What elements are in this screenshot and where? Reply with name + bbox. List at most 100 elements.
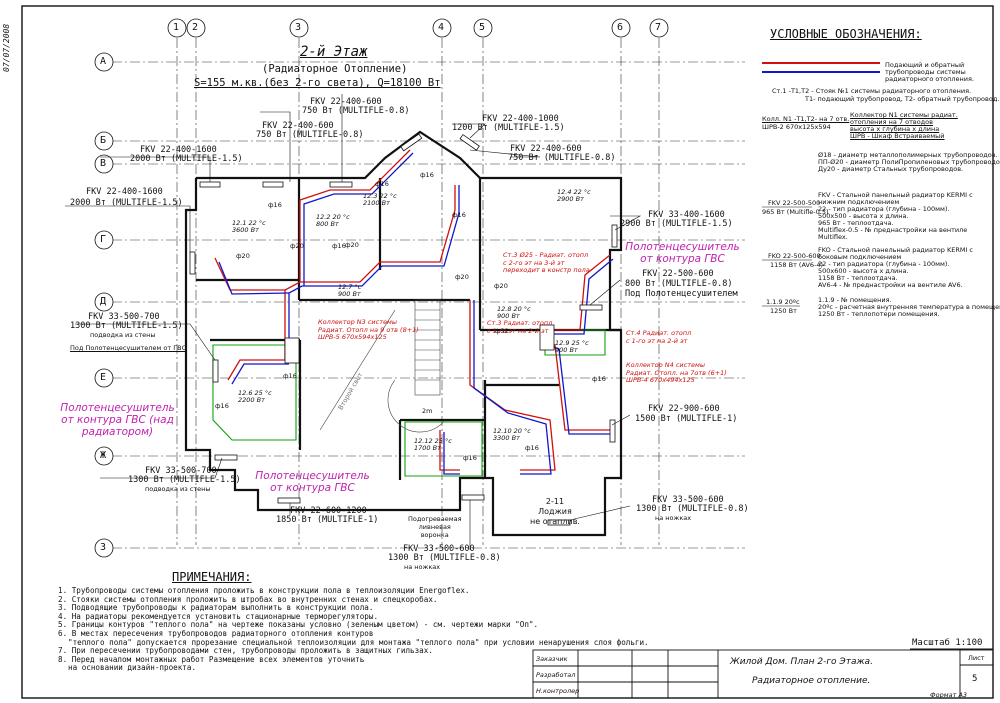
pipe-diameter-label: ф16 bbox=[215, 402, 229, 410]
grid-bubbles bbox=[94, 18, 669, 558]
pipe-diameter-label: ф20 bbox=[345, 241, 359, 249]
pipe-diameter-label: ф16 bbox=[283, 372, 297, 380]
date-stamp: 07/07/2008 bbox=[2, 23, 11, 72]
grid-col-7: 7 bbox=[655, 22, 662, 33]
radiator-callout-note: подводка из стены bbox=[145, 485, 211, 493]
legend-fko-power: 1158 Вт (AV6-4) bbox=[770, 261, 824, 269]
legend-collector-code: Колл. N1 -Т1,Т2- на 7 отв. bbox=[762, 115, 850, 123]
legend-riser: Ст.1 -Т1,Т2 - Стояк №1 системы радиаторн… bbox=[772, 87, 972, 95]
legend-room-code: 1.1.9 20ºс bbox=[766, 298, 800, 306]
tb-subject: Радиаторное отопление. bbox=[752, 676, 871, 686]
radiator-callout-power: 2900 Вт (MULTIFLE-1.5) bbox=[620, 219, 733, 229]
legend-fkv-power: 965 Вт (Multifle-0.5) bbox=[762, 208, 829, 216]
note-item: 5. Границы контуров "теплого пола" на че… bbox=[58, 620, 539, 630]
note-item: "теплого пола" допускается прорезание сп… bbox=[68, 637, 649, 647]
tb-developer: Разработал bbox=[536, 671, 576, 679]
grid-col-2: 2 bbox=[192, 22, 199, 33]
radiator-callout-power: 2000 Вт (MULTIFLE-1.5) bbox=[130, 154, 243, 164]
radiator-callout-model: FKV 22-900-600 bbox=[648, 404, 720, 414]
legend-fko-code: FKO 22-500-600 bbox=[768, 252, 821, 260]
radiator-callout-power: 750 Вт (MULTIFLE-0.8) bbox=[256, 130, 364, 140]
grid-col-3: 3 bbox=[295, 22, 302, 33]
grid-row-a: А bbox=[100, 56, 107, 67]
radiator-callout-power: 1500 Вт (MULTIFLE-1) bbox=[635, 414, 738, 424]
pipe-diameter-label: ф32 bbox=[495, 327, 509, 335]
radiator-callout-model: FKV 33-400-1600 bbox=[648, 210, 725, 220]
pipe-diameter-label: ф20 bbox=[290, 242, 304, 250]
pipe-diameter-label: ф16 bbox=[420, 171, 434, 179]
pipe-diameter-label: ф16 bbox=[375, 180, 389, 188]
scale-label: Масштаб 1:100 bbox=[912, 638, 983, 648]
radiator-callout-power: 1300 Вт (MULTIFLE-0.8) bbox=[388, 553, 501, 563]
note-item: 8. Перед началом монтажных работ Размеще… bbox=[58, 654, 365, 664]
pipe-diameter-label: ф20 bbox=[236, 252, 250, 260]
pipe-diameter-label: ф16 bbox=[268, 201, 282, 209]
radiator-callout-model: FKV 22-400-600 bbox=[310, 97, 382, 107]
legend-lines bbox=[762, 62, 880, 307]
radiator-callout-power: 750 Вт (MULTIFLE-0.8) bbox=[302, 106, 410, 116]
bath-label: 2m bbox=[422, 407, 433, 415]
radiator-callout-model: FKV 22-400-1000 bbox=[482, 114, 559, 124]
grid-row-zh: Ж bbox=[100, 450, 107, 461]
grid-row-g: Г bbox=[100, 234, 107, 245]
radiator-callout-power: 750 Вт (MULTIFLE-0.8) bbox=[508, 153, 616, 163]
tb-sheet-label: Лист bbox=[968, 654, 985, 662]
radiator-symbols bbox=[189, 133, 618, 526]
legend-room-code: 1250 Вт bbox=[770, 307, 797, 315]
legend-fko-desc: FKO - Стальной панельный радиатор KERMI … bbox=[818, 246, 974, 289]
title-block-frame bbox=[532, 648, 994, 699]
tb-format: Формат А3 bbox=[930, 691, 968, 699]
radiator-callout-power: 800 Вт (MULTIFLE-0.8) bbox=[625, 279, 733, 289]
radiator-callout-note: на ножках bbox=[404, 563, 441, 571]
notes-heading: ПРИМЕЧАНИЯ: bbox=[172, 570, 252, 584]
radiator-callout-power: 1300 Вт (MULTIFLE-1.5) bbox=[70, 321, 183, 331]
radiator-callout-note: Под Полотенцесушителем bbox=[625, 289, 738, 299]
towel-heater-note-c: Полотенцесушитель от контура ГВС bbox=[255, 470, 370, 494]
tb-sheet-number: 5 bbox=[972, 674, 978, 684]
drawing-title: 2-й Этаж bbox=[300, 44, 368, 60]
towel-heater-note-a: Полотенцесушитель от контура ГВС bbox=[625, 241, 740, 265]
radiator-callout-model: FKV 33-500-700 bbox=[145, 466, 217, 476]
callout-leaders bbox=[65, 94, 642, 550]
radiator-callout-model: FKV 22-600-1200 bbox=[290, 506, 367, 516]
pipe-diameter-label: ф16 bbox=[463, 454, 477, 462]
radiator-callout-model: FKV 22-400-600 bbox=[262, 121, 334, 131]
collector-cabinets bbox=[284, 324, 555, 364]
sheet-frame bbox=[21, 5, 994, 699]
grid-col-4: 4 bbox=[438, 22, 445, 33]
tb-checked: Н.контролер bbox=[536, 687, 580, 695]
grid-col-6: 6 bbox=[617, 22, 624, 33]
legend-room-desc: 1.1.9 - № помещения.20ºс - расчетная вну… bbox=[818, 296, 1000, 318]
legend-heading: УСЛОВНЫЕ ОБОЗНАЧЕНИЯ: bbox=[770, 27, 922, 41]
radiator-callout-model: FKV 22-400-1600 bbox=[86, 187, 163, 197]
drawing-params: S=155 м.кв.(без 2-го света), Q=18100 Вт bbox=[194, 77, 441, 89]
legend-diameters: Ø18 - диаметр металлополимерных трубопро… bbox=[818, 151, 1000, 173]
pipe-diameter-label: ф16 bbox=[592, 375, 606, 383]
stairs bbox=[319, 299, 446, 433]
note-item: 2. Стояки системы отопления проложить в … bbox=[58, 594, 438, 604]
pipe-diameter-label: ф16 bbox=[525, 444, 539, 452]
legend-fkv-desc: FKV - Стальной панельный радиатор KERMI … bbox=[818, 191, 973, 241]
radiator-callout-power: 1300 Вт (MULTIFLE-1.5) bbox=[128, 475, 241, 485]
grid-col-5: 5 bbox=[479, 22, 486, 33]
note-item: 1. Трубопроводы системы отопления пролож… bbox=[58, 586, 470, 595]
note-item: 3. Подводящие трубопроводы к радиаторам … bbox=[58, 603, 374, 613]
legend-fkv-code: FKV 22-500-500 bbox=[768, 199, 821, 207]
drawing-subtitle: (Радиаторное Отопление) bbox=[262, 63, 408, 75]
tb-customer: Заказчик bbox=[536, 655, 568, 663]
tb-project: Жилой Дом. План 2-го Этажа. bbox=[730, 657, 873, 667]
